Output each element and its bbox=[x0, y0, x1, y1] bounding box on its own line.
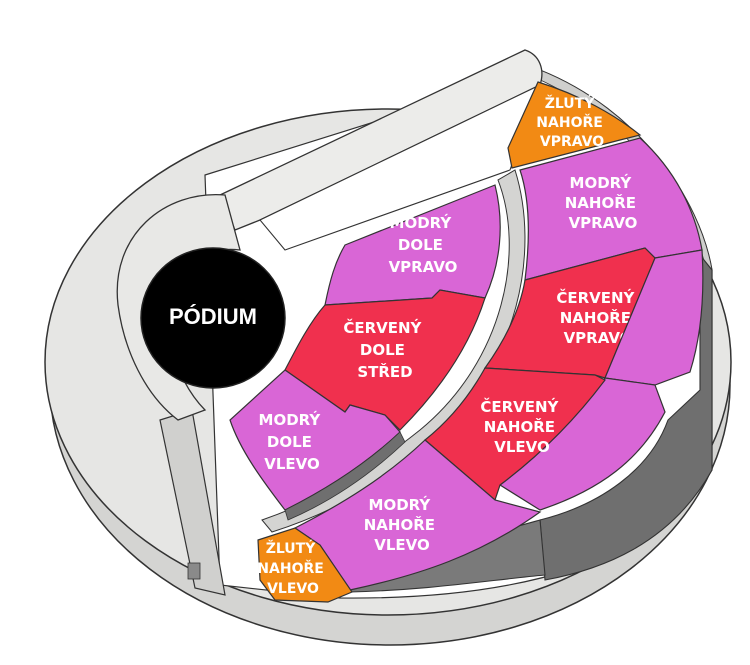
section-label: ČERVENÝ NAHOŘE VPRAVO bbox=[556, 288, 639, 347]
section-modry-dole-vlevo-edge bbox=[284, 431, 406, 521]
section-cerveny-dole-stred[interactable]: ČERVENÝ DOLE STŘED bbox=[284, 289, 486, 431]
section-shape[interactable] bbox=[257, 527, 353, 603]
corner-block bbox=[187, 562, 201, 580]
section-modry-nahore-vpravo-lower[interactable] bbox=[604, 249, 704, 386]
section-label: MODRÝ DOLE VPRAVO bbox=[389, 213, 458, 276]
section-shape[interactable] bbox=[424, 367, 606, 502]
section-label: ČERVENÝ NAHOŘE VLEVO bbox=[480, 397, 563, 456]
section-label: MODRÝ NAHOŘE VLEVO bbox=[364, 495, 441, 554]
section-shape[interactable] bbox=[284, 289, 486, 431]
section-label: ŽLUTÝ NAHOŘE VLEVO bbox=[257, 539, 328, 597]
podium-label: PÓDIUM bbox=[169, 304, 257, 329]
section-label: ČERVENÝ DOLE STŘED bbox=[343, 318, 426, 381]
walkway-inner-edge bbox=[259, 83, 541, 251]
section-cerveny-nahore-vlevo[interactable]: ČERVENÝ NAHOŘE VLEVO bbox=[424, 367, 606, 502]
section-modry-dole-vlevo[interactable]: MODRÝ DOLE VLEVO bbox=[229, 369, 406, 521]
section-zluty-nahore-vlevo[interactable]: ŽLUTÝ NAHOŘE VLEVO bbox=[257, 527, 353, 603]
section-zluty-nahore-vpravo[interactable]: ŽLUTÝ NAHOŘE VPRAVO bbox=[507, 81, 642, 169]
section-label: MODRÝ NAHOŘE VPRAVO bbox=[565, 173, 642, 232]
section-cerveny-nahore-vpravo[interactable]: ČERVENÝ NAHOŘE VPRAVO bbox=[483, 247, 656, 379]
section-label: MODRÝ DOLE VLEVO bbox=[259, 410, 326, 473]
section-shape[interactable] bbox=[604, 249, 704, 386]
podium-shape[interactable] bbox=[140, 247, 286, 389]
podium[interactable]: PÓDIUM bbox=[140, 247, 286, 389]
section-modry-dole-vpravo[interactable]: MODRÝ DOLE VPRAVO bbox=[324, 184, 501, 306]
section-label: ŽLUTÝ NAHOŘE VPRAVO bbox=[536, 94, 607, 150]
tier-shadow-right bbox=[539, 253, 713, 581]
section-shape[interactable] bbox=[507, 81, 642, 169]
